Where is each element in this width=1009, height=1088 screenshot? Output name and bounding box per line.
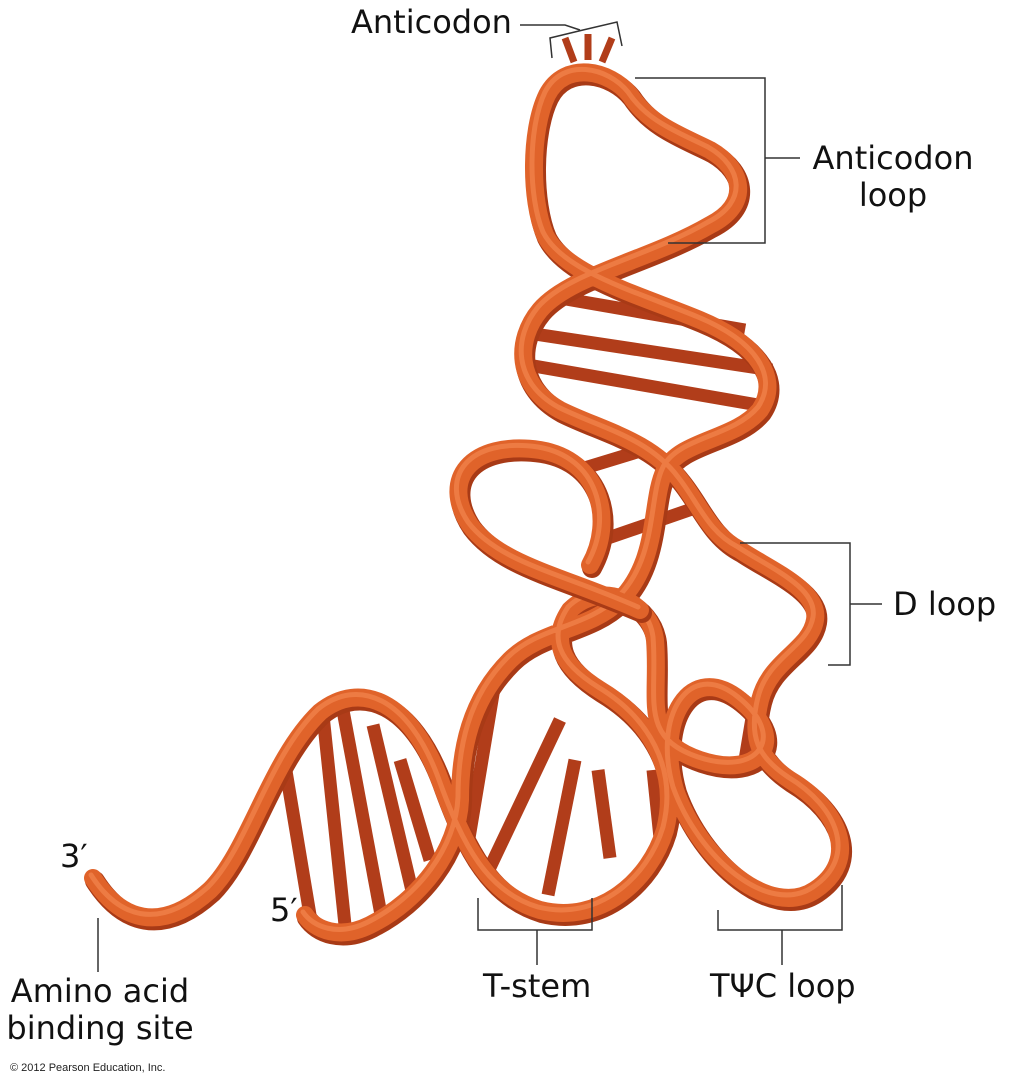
anticodon-loop-label: Anticodon loop — [800, 139, 986, 215]
rung — [278, 763, 317, 917]
rung — [591, 769, 617, 859]
rung — [335, 703, 389, 922]
anticodon-loop-label-line2: loop — [858, 176, 928, 215]
rung — [366, 723, 420, 897]
anticodon-bracket — [549, 21, 623, 59]
copyright-notice: © 2012 Pearson Education, Inc. — [10, 1062, 166, 1074]
five-prime-label: 5′ — [270, 891, 298, 929]
three-prime-label: 3′ — [60, 837, 88, 875]
t-stem-label: T-stem — [483, 967, 592, 1005]
rna-backbone — [84, 63, 853, 946]
anticodon-leader — [520, 24, 581, 31]
amino-acid-label-line1: Amino acid — [10, 972, 190, 1010]
amino-acid-label-line2: binding site — [6, 1009, 194, 1048]
tpsic-loop-bracket — [717, 885, 843, 931]
d-loop-label: D loop — [893, 585, 997, 623]
rung — [478, 717, 566, 883]
label-leaders — [97, 21, 882, 972]
rung — [526, 358, 760, 412]
rung — [541, 758, 582, 897]
rung — [316, 714, 352, 926]
tpsic-loop-label: TΨC loop — [710, 967, 856, 1005]
t-stem-bracket — [477, 898, 593, 931]
anticodon-label: Anticodon — [351, 3, 512, 41]
rung — [393, 758, 437, 862]
anticodon-loop-bracket — [635, 77, 766, 244]
anticodon-base — [561, 36, 578, 64]
anticodon-base — [598, 36, 616, 64]
amino-acid-binding-site-label: Amino acid binding site — [0, 972, 200, 1048]
rung — [527, 326, 773, 377]
anticodon-loop-label-line1: Anticodon — [812, 139, 974, 177]
